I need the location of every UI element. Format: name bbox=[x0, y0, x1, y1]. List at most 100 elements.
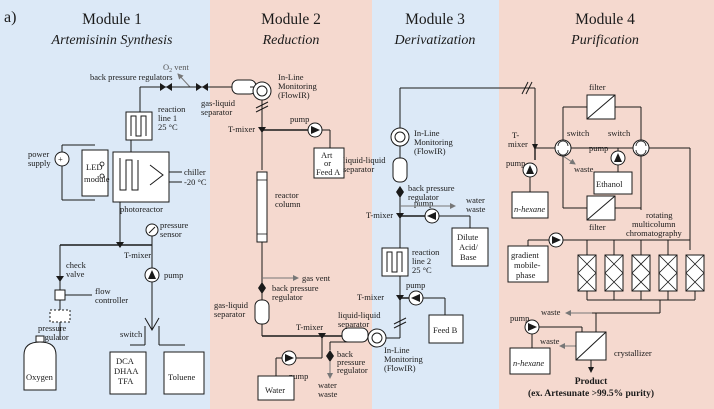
water-bottle bbox=[257, 375, 295, 401]
t-mixer-5-label: T-mixer bbox=[357, 292, 384, 302]
reaction-line-1-label-2: line 1 bbox=[158, 113, 177, 123]
break-mark-5 bbox=[521, 81, 529, 95]
rotating-chromatography-label-3: chromatography bbox=[626, 228, 682, 238]
bpr-module2-bottom-label-1: back bbox=[337, 349, 354, 359]
led-icon-1 bbox=[99, 161, 105, 167]
filter-bottom-diagonal bbox=[586, 195, 616, 221]
gas-liquid-separator-bottom-label-1: gas-liquid bbox=[214, 300, 249, 310]
bpr-module2-label-1: back pressure bbox=[272, 283, 319, 293]
gradient-label-3: phase bbox=[516, 270, 536, 280]
inline-monitoring-top-label-3: (FlowIR) bbox=[278, 90, 310, 100]
rotating-chromatography-label-2: multicolumn bbox=[632, 219, 676, 229]
art-feed-label-3: Feed A bbox=[316, 167, 341, 177]
art-feed-label-2: or bbox=[324, 158, 331, 168]
check-valve-icon bbox=[56, 276, 64, 282]
crystallizer-diagonal bbox=[575, 331, 607, 361]
flow-controller-icon bbox=[54, 289, 66, 301]
chiller-label-2: -20 °C bbox=[184, 177, 207, 187]
reactor-column bbox=[256, 171, 268, 243]
switch-right-inner bbox=[635, 140, 647, 156]
pump-5-arrow bbox=[411, 294, 420, 302]
waste-left-label: waste bbox=[574, 164, 594, 174]
power-supply-label-1: power bbox=[28, 149, 49, 159]
reaction-line-1-label-3: 25 °C bbox=[158, 122, 178, 132]
t-mixer-6-label-1: T- bbox=[512, 130, 519, 140]
pressure-sensor-label-1: pressure bbox=[160, 220, 189, 230]
ethanol-label: Ethanol bbox=[596, 179, 623, 189]
dilute-acid-bottle bbox=[451, 227, 489, 267]
column-2-packing bbox=[604, 254, 624, 292]
column-4 bbox=[658, 254, 678, 292]
oxygen-tank-valve bbox=[35, 335, 45, 343]
reagent-bottle bbox=[109, 351, 147, 395]
liquid-liquid-separator-2-label-2: separator bbox=[343, 164, 374, 174]
o2-vent-label: O2 vent bbox=[163, 62, 190, 74]
pump-2-arrow bbox=[311, 126, 320, 134]
column-5-packing bbox=[685, 254, 705, 292]
water-label: Water bbox=[265, 385, 285, 395]
waste-left-arrow bbox=[562, 155, 576, 165]
pressure-regulator-icon bbox=[49, 309, 71, 323]
inline-monitoring-module3-top-inner bbox=[394, 131, 406, 143]
photoreactor-cooling-coil bbox=[149, 164, 164, 186]
power-supply-label-2: supply bbox=[28, 158, 51, 168]
ethanol-bottle bbox=[593, 171, 633, 195]
column-1 bbox=[577, 254, 597, 292]
product-purity-label: (ex. Artesunate >99.5% purity) bbox=[528, 388, 654, 399]
pump-1-arrow bbox=[148, 270, 156, 279]
n-hexane-bottom-bottle bbox=[509, 347, 551, 375]
t-mixer-1-label: T-mixer bbox=[124, 250, 151, 260]
pump-6-arrow bbox=[526, 165, 534, 174]
column-2 bbox=[604, 254, 624, 292]
liquid-liquid-separator-1-label-2: separator bbox=[338, 319, 369, 329]
module-2-subtitle: Reduction bbox=[262, 33, 320, 48]
pump-3-arrow bbox=[285, 354, 294, 362]
bpr-module3-icon bbox=[396, 186, 404, 198]
rotating-chromatography-label-1: rotating bbox=[646, 210, 673, 220]
o2-vent-arrow bbox=[177, 73, 191, 88]
inline-monitoring-module3-top-label-3: (FlowIR) bbox=[414, 146, 446, 156]
bpr-module2-icon bbox=[258, 282, 266, 294]
liquid-liquid-separator-2-label-1: liquid-liquid bbox=[343, 155, 386, 165]
art-feed-label-1: Art bbox=[321, 150, 333, 160]
toluene-label: Toluene bbox=[168, 372, 195, 382]
reaction-line-2-coil bbox=[386, 251, 403, 273]
gas-vent-label: gas vent bbox=[302, 273, 331, 283]
t-mixer-6-label-2: mixer bbox=[508, 139, 528, 149]
led-module-box bbox=[81, 149, 109, 197]
pump-bottom-arrow bbox=[528, 323, 537, 331]
filter-bottom-label: filter bbox=[589, 222, 606, 232]
gradient-label-1: gradient bbox=[511, 250, 539, 260]
liquid-liquid-separator-1-label-1: liquid-liquid bbox=[338, 310, 381, 320]
reaction-line-2-box bbox=[381, 247, 409, 277]
column-4-packing bbox=[658, 254, 678, 292]
t-mixer-2-icon bbox=[258, 127, 266, 133]
feed-b-bottle bbox=[428, 314, 464, 344]
reaction-line-1-coil bbox=[130, 115, 147, 137]
feed-b-label: Feed B bbox=[433, 325, 458, 335]
pressure-regulator-label-2: regulator bbox=[38, 332, 69, 342]
gradient-mobile-phase-bottle bbox=[507, 245, 549, 283]
dilute-acid-label-3: Base bbox=[460, 252, 477, 262]
switch-left-icon bbox=[554, 139, 572, 157]
photoreactor-coil bbox=[119, 158, 139, 191]
bpr-module3-label-2: regulator bbox=[408, 192, 439, 202]
column-5 bbox=[685, 254, 705, 292]
pump-1-label: pump bbox=[164, 270, 183, 280]
reactor-column-label-2: column bbox=[275, 199, 301, 209]
water-waste-module3-label-2: waste bbox=[466, 204, 486, 214]
inline-monitoring-top-inner bbox=[256, 85, 268, 97]
photoreactor-label: photoreactor bbox=[120, 204, 163, 214]
break-mark-3 bbox=[393, 317, 407, 325]
column-1-packing bbox=[577, 254, 597, 292]
inline-monitoring-bottom-inner bbox=[371, 332, 383, 344]
reagent-dca: DCA bbox=[116, 356, 135, 366]
back-pressure-regulators-label: back pressure regulators bbox=[90, 72, 173, 82]
water-waste-label-2: waste bbox=[318, 389, 338, 399]
reactor-column-label-1: reactor bbox=[275, 190, 299, 200]
reaction-line-2-label-1: reaction bbox=[412, 247, 440, 257]
chiller-label-1: chiller bbox=[184, 167, 206, 177]
break-mark-2 bbox=[255, 105, 269, 113]
pump-5-label: pump bbox=[406, 280, 425, 290]
